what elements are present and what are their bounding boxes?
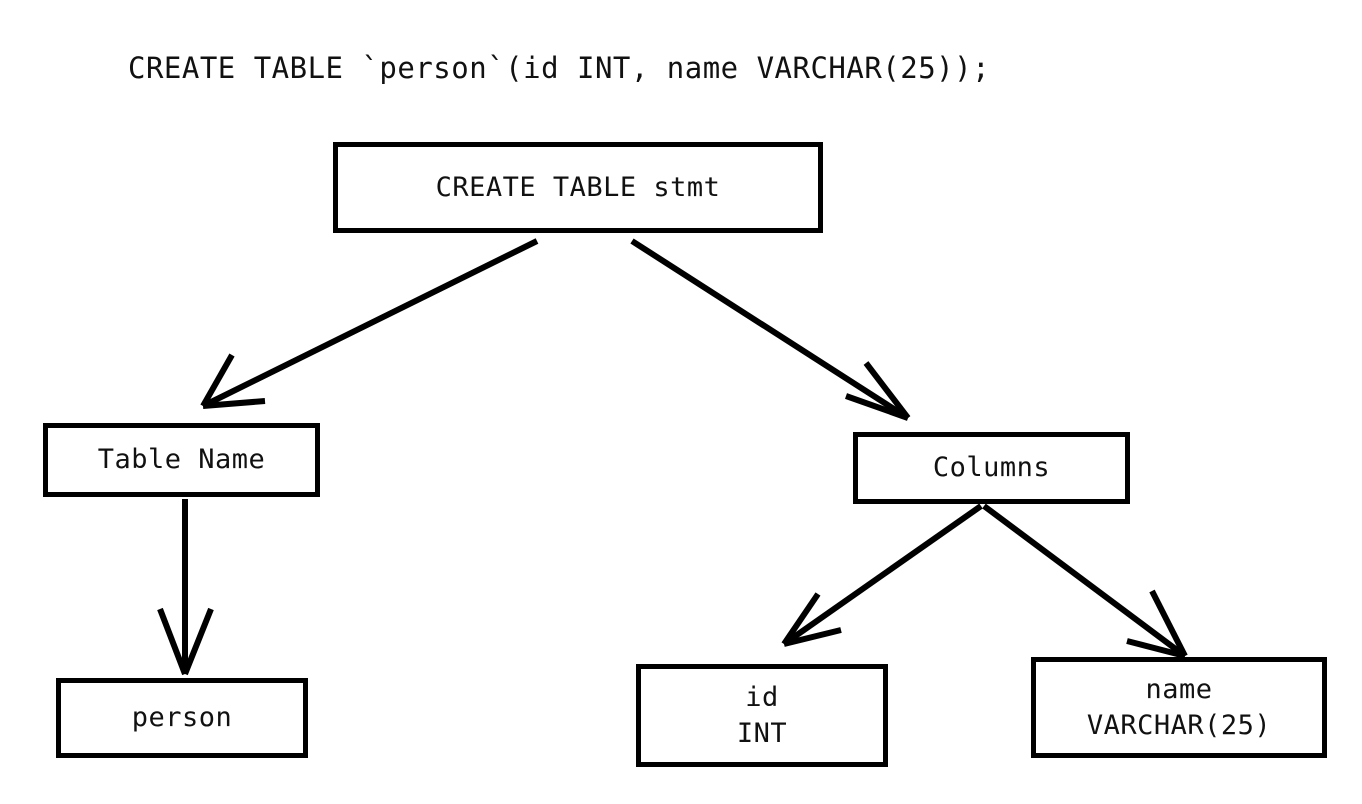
edge-root-to-table-name bbox=[200, 238, 539, 409]
node-table-name[interactable]: Table Name bbox=[43, 423, 320, 497]
node-person-label: person bbox=[131, 702, 233, 733]
node-column-name[interactable]: name VARCHAR(25) bbox=[1031, 657, 1327, 758]
node-columns-label: Columns bbox=[932, 452, 1051, 483]
node-column-id-type: INT bbox=[736, 717, 788, 749]
edge-columns-to-col-name bbox=[982, 503, 1188, 659]
node-columns[interactable]: Columns bbox=[853, 432, 1130, 504]
node-column-name-name: name bbox=[1145, 673, 1213, 705]
node-table-name-label: Table Name bbox=[97, 444, 266, 475]
node-column-id-name: id bbox=[745, 681, 779, 713]
sql-statement-caption: CREATE TABLE `person`(id INT, name VARCH… bbox=[128, 51, 991, 85]
edge-root-to-columns bbox=[630, 238, 911, 421]
node-create-table-stmt[interactable]: CREATE TABLE stmt bbox=[333, 142, 823, 233]
node-person[interactable]: person bbox=[56, 678, 308, 758]
node-column-name-type: VARCHAR(25) bbox=[1086, 709, 1272, 741]
edge-columns-to-col-id bbox=[781, 503, 983, 647]
node-create-table-stmt-label: CREATE TABLE stmt bbox=[435, 171, 721, 203]
edge-table-name-to-person bbox=[157, 499, 214, 676]
node-column-id[interactable]: id INT bbox=[636, 664, 888, 767]
